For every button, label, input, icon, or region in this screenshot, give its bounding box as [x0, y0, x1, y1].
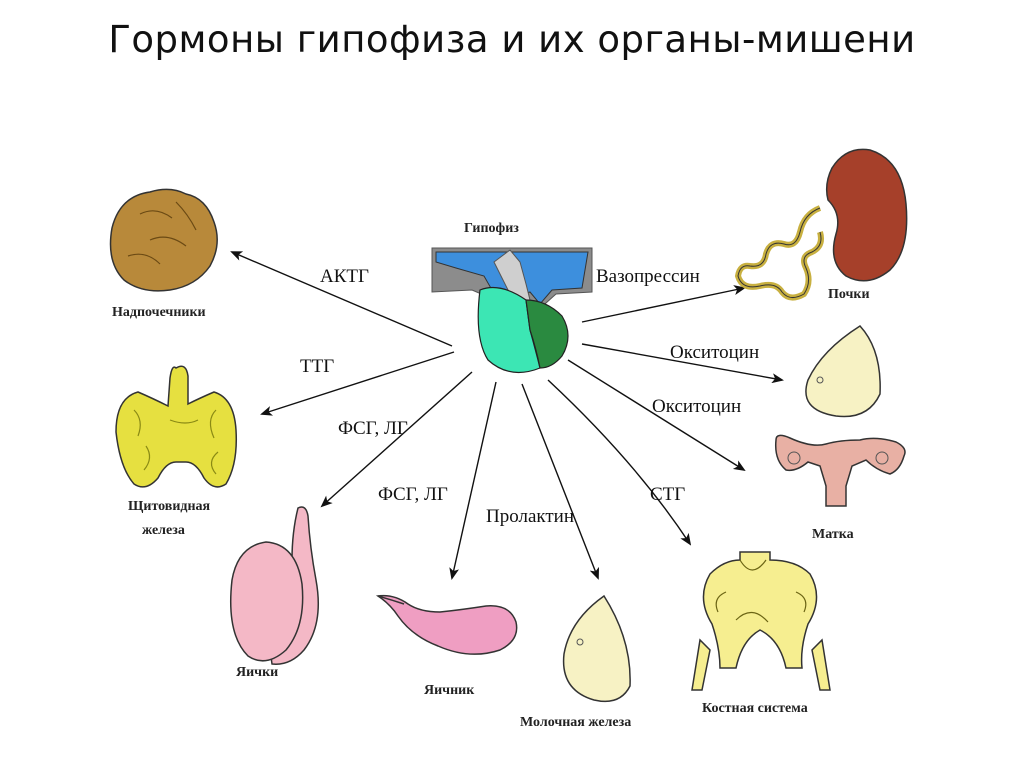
arrow-fsg-lg-testes: [320, 371, 473, 508]
arrow-stg: [547, 379, 692, 546]
arrow-vasopressin: [581, 285, 746, 323]
skeleton-illustration: [691, 551, 831, 691]
hormone-label-actg: АКТГ: [320, 266, 369, 287]
arrow-prolactin: [521, 383, 600, 580]
uterus-illustration: [774, 434, 906, 507]
pituitary-gland: Гипофиз: [431, 221, 593, 374]
adrenal-gland-illustration: [109, 188, 218, 292]
arrow-oxytocin-breast: [581, 343, 784, 384]
organ-label-skeleton: Костная система: [702, 701, 808, 716]
organ-label-mammary: Молочная железа: [520, 715, 631, 730]
arrow-ttg: [260, 351, 455, 416]
hormone-label-vasopressin: Вазопрессин: [596, 266, 700, 287]
pituitary-label: Гипофиз: [464, 221, 519, 236]
hormone-label-stg: СТГ: [650, 484, 685, 505]
mammary-gland-illustration: [562, 594, 631, 703]
organ-label-adrenals: Надпочечники: [112, 305, 206, 320]
hormone-label-oxytocin-1: Окситоцин: [670, 342, 759, 363]
arrow-fsg-lg-ovary: [449, 381, 497, 580]
arrow-oxytocin-uterus: [567, 359, 746, 472]
kidney-illustration: [734, 148, 908, 301]
organ-label-ovary: Яичник: [424, 683, 475, 698]
hormone-label-fsg-lg-1: ФСГ, ЛГ: [338, 418, 408, 439]
organ-label-uterus: Матка: [812, 527, 854, 542]
testis-illustration: [229, 506, 319, 665]
thyroid-gland-illustration: [115, 365, 238, 488]
page-title: Гормоны гипофиза и их органы-мишени: [108, 18, 916, 61]
ovary-illustration: [375, 594, 518, 655]
breast-illustration: [805, 325, 881, 418]
organ-label-kidneys: Почки: [828, 287, 870, 302]
hormone-label-ttg: ТТГ: [300, 356, 334, 377]
hormone-label-oxytocin-2: Окситоцин: [652, 396, 741, 417]
organ-label-thyroid-line2: железа: [142, 523, 185, 538]
organ-label-testes: Яички: [236, 665, 278, 680]
hormone-label-fsg-lg-2: ФСГ, ЛГ: [378, 484, 448, 505]
organ-label-thyroid-line1: Щитовидная: [128, 499, 211, 514]
hormone-label-prolactin: Пролактин: [486, 506, 574, 527]
arrow-actg: [230, 251, 453, 347]
